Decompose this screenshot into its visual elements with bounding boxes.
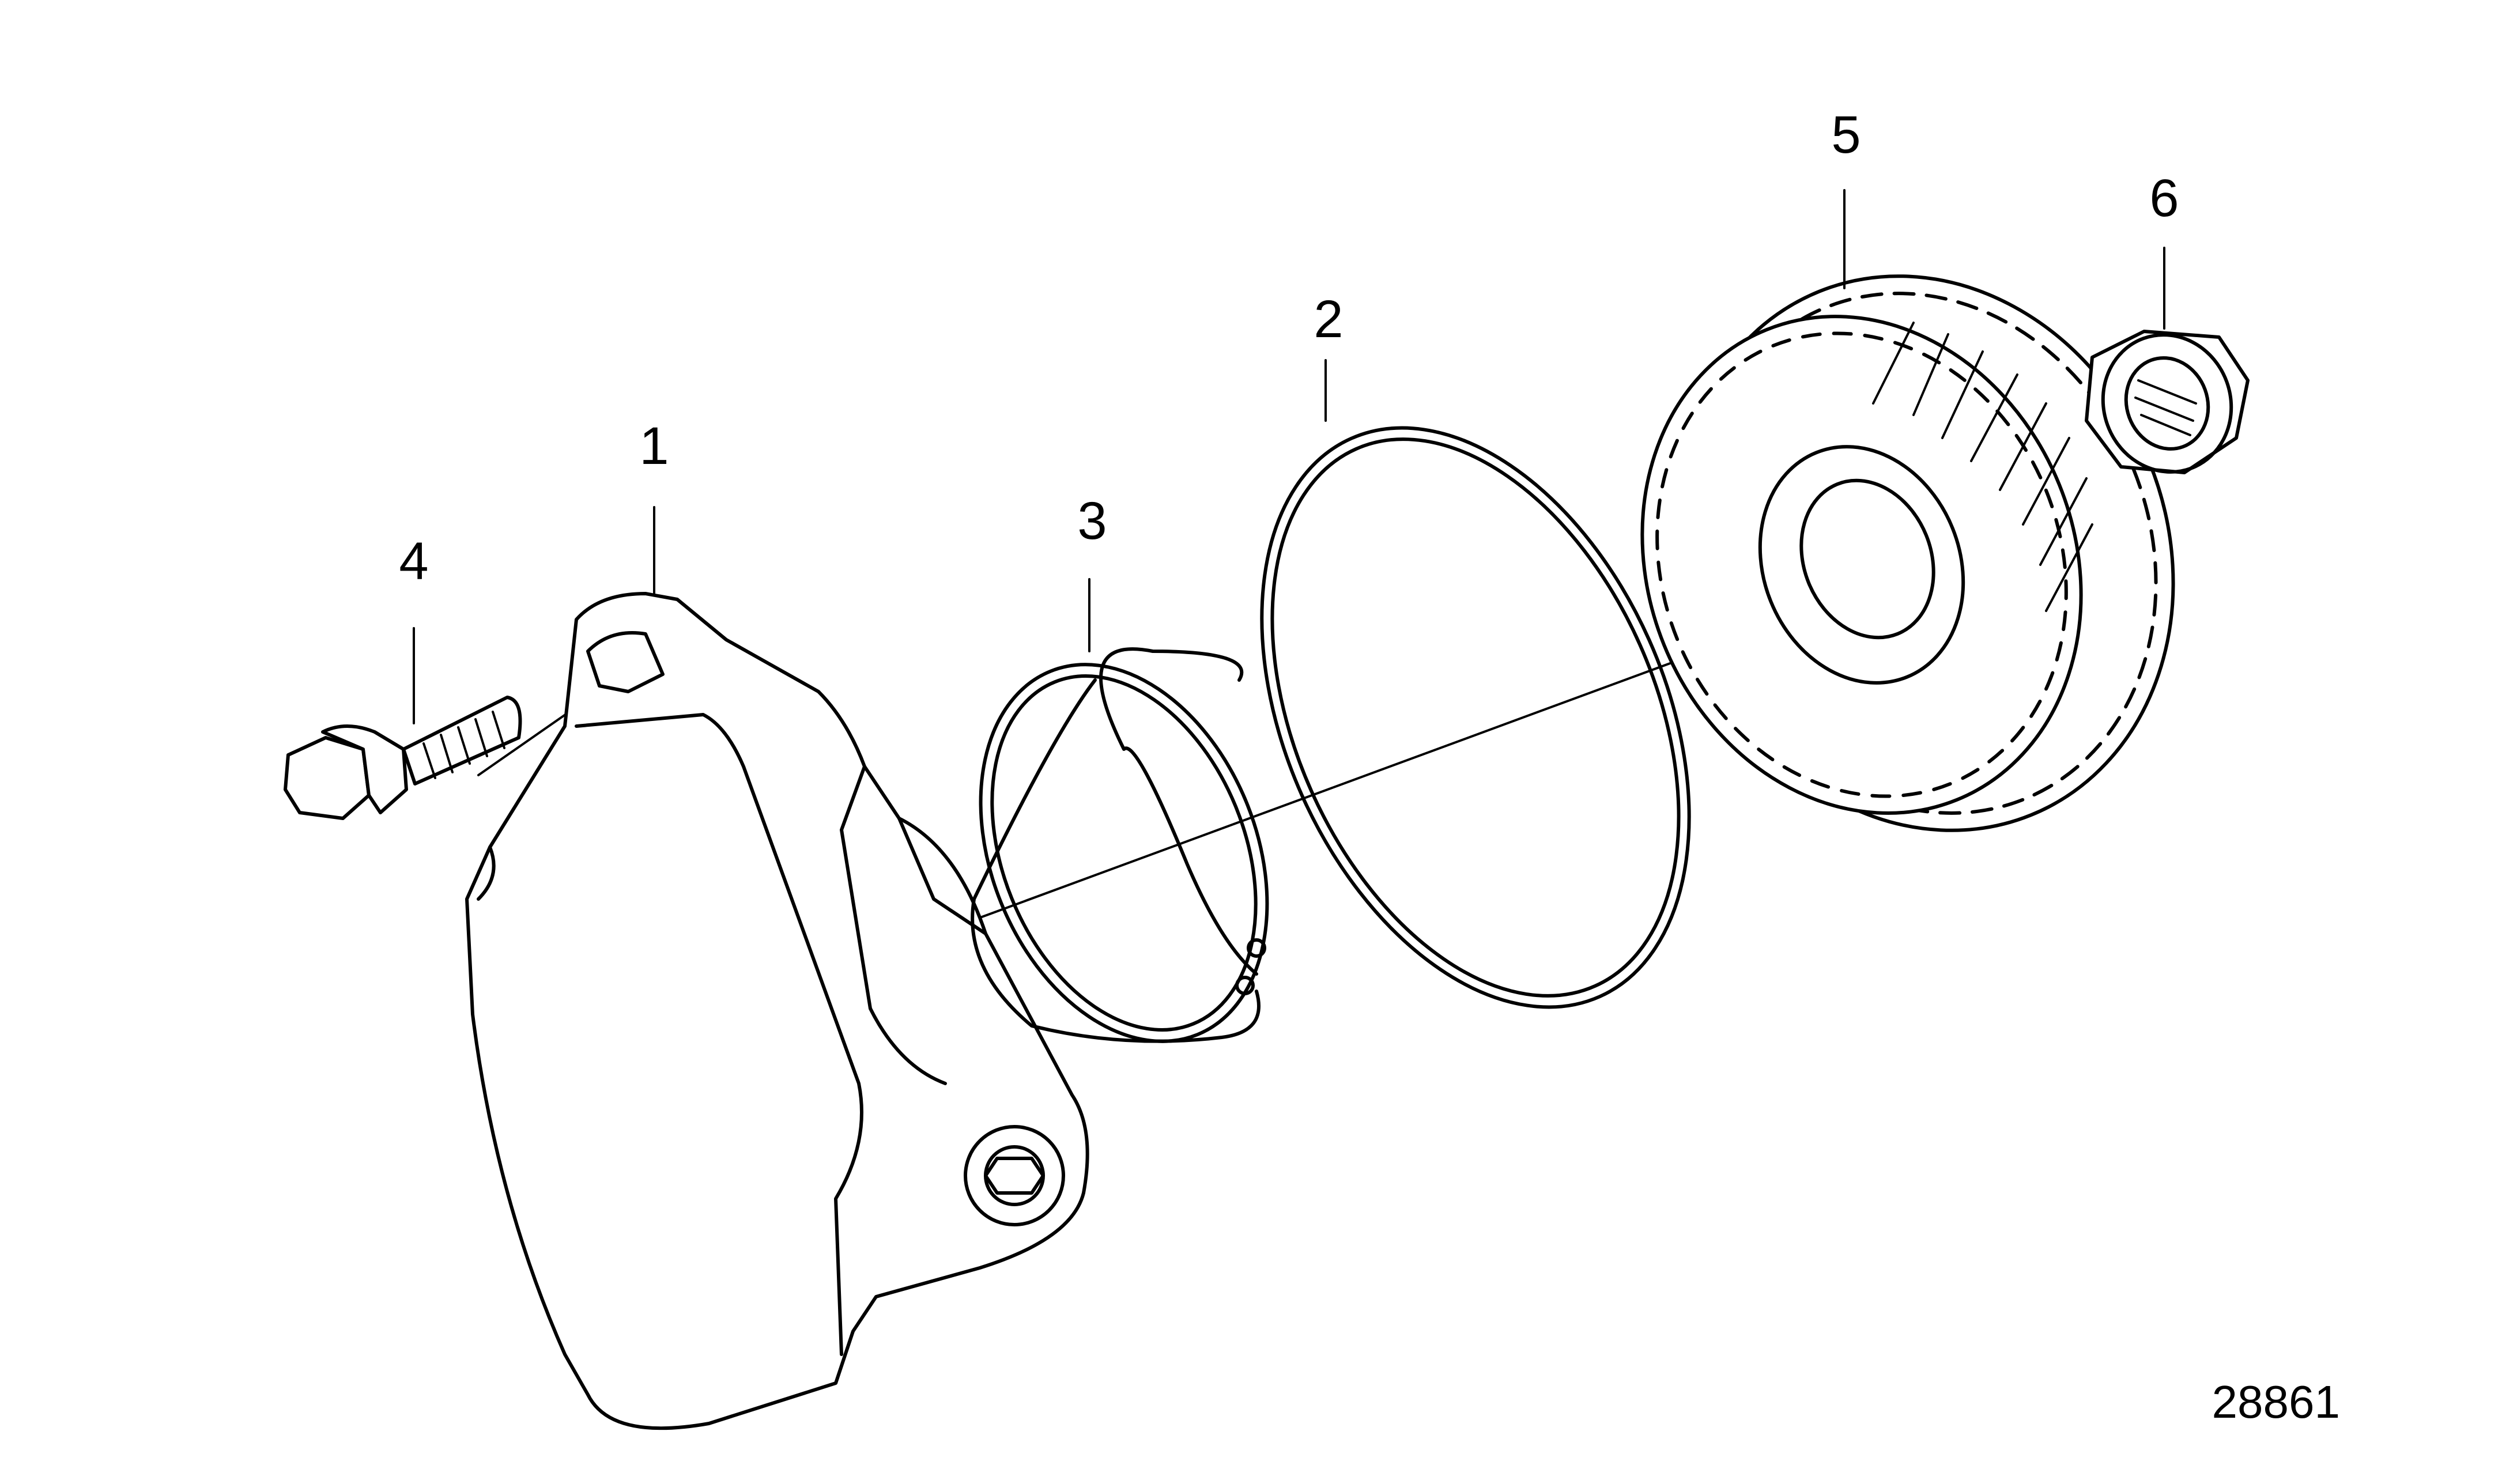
leader-lines [413, 189, 2165, 724]
part-6-nut[interactable] [2084, 317, 2251, 490]
part-5-gear[interactable] [1569, 201, 2255, 905]
callout-labels: 1 2 3 4 5 6 [399, 105, 2179, 591]
callout-1: 1 [639, 417, 669, 475]
callout-6: 6 [2149, 169, 2179, 228]
figure-reference-number: 28861 [2212, 1376, 2340, 1428]
part-2-o-ring[interactable] [1178, 361, 1773, 1074]
part-4-flange-bolt[interactable] [284, 696, 522, 820]
part-1-cover[interactable] [465, 592, 1089, 1430]
part-3-circlip[interactable] [927, 622, 1320, 1085]
callout-3: 3 [1077, 492, 1107, 550]
callout-5: 5 [1831, 105, 1861, 164]
callout-2: 2 [1314, 290, 1343, 349]
callout-4: 4 [399, 532, 428, 591]
